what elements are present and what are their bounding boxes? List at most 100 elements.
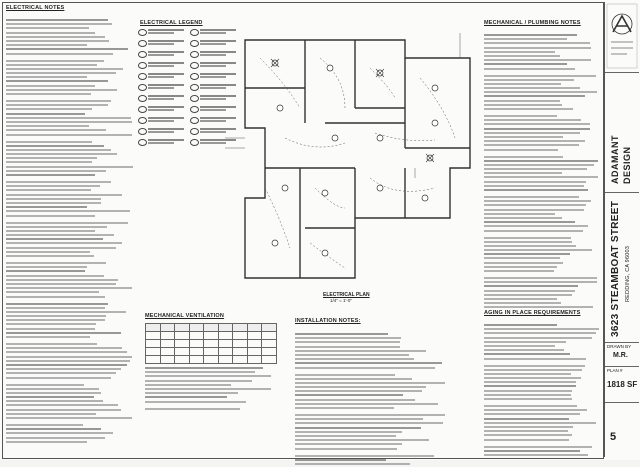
legend-entry [190, 126, 238, 136]
firm-logo-cell [605, 2, 639, 73]
note-line [6, 174, 95, 176]
legend-symbol-icon [190, 95, 199, 102]
note-line [484, 417, 570, 420]
note-line [6, 306, 106, 309]
note-line [484, 368, 582, 371]
legend-text-line [200, 62, 236, 64]
note-line [484, 336, 592, 339]
note-line [295, 345, 401, 348]
note-line [484, 140, 586, 143]
note-line [484, 163, 594, 166]
note-line [484, 204, 586, 207]
note-line [6, 396, 94, 399]
note-line [295, 373, 395, 376]
table-cell [246, 347, 263, 356]
note-line [484, 398, 573, 400]
legend-text-line [200, 43, 226, 45]
legend-text-line [200, 109, 226, 111]
note-line [484, 293, 573, 296]
note-line [295, 414, 445, 416]
note-line [484, 131, 581, 134]
note-line [484, 50, 556, 53]
note-line [484, 306, 594, 309]
note-line [6, 432, 113, 435]
note-line [484, 91, 597, 94]
table-cell [174, 331, 190, 340]
note-line [484, 434, 572, 437]
note-line [6, 274, 104, 277]
note-line [6, 327, 95, 330]
note-line [6, 148, 111, 151]
table-cell [174, 347, 190, 356]
note-line [484, 389, 573, 392]
table-cell [246, 323, 263, 332]
note-line [484, 212, 556, 215]
table-cell [188, 339, 205, 348]
note-line [484, 405, 578, 407]
note-line [484, 385, 576, 388]
legend-symbol-icon [190, 84, 199, 91]
note-line [295, 366, 436, 369]
legend-entry [138, 115, 186, 125]
legend-entry [138, 60, 186, 70]
note-line [484, 381, 577, 384]
note-line [295, 341, 401, 344]
legend-entry [190, 27, 238, 37]
note-line [295, 418, 423, 421]
note-line [6, 412, 97, 415]
note-line [6, 359, 131, 362]
note-line [484, 438, 569, 441]
note-line [295, 402, 438, 405]
note-line [6, 295, 106, 298]
note-line [484, 277, 598, 279]
legend-entry [138, 71, 186, 81]
table-cell [188, 347, 205, 356]
note-line [484, 430, 568, 433]
table-cell [174, 339, 190, 348]
table-cell [174, 323, 190, 332]
note-line [6, 210, 131, 213]
note-line [6, 234, 114, 237]
note-line [6, 287, 132, 290]
note-line [6, 112, 86, 115]
note-line [6, 343, 97, 345]
legend-text-line [148, 73, 184, 75]
note-line [6, 387, 100, 390]
note-line [295, 394, 403, 397]
ventilation-table [145, 323, 277, 364]
legend-text-line [148, 65, 174, 67]
note-line [6, 125, 89, 128]
note-line [484, 229, 584, 232]
note-line [484, 87, 580, 90]
note-line [6, 52, 113, 55]
legend-entry [190, 115, 238, 125]
legend-symbol-icon [190, 29, 199, 36]
legend-text-line [148, 117, 184, 119]
note-line [484, 270, 555, 272]
note-line [6, 310, 126, 313]
note-line [6, 140, 93, 143]
legend-symbol-icon [190, 73, 199, 80]
table-cell [246, 331, 263, 340]
legend-text-line [148, 54, 174, 56]
plan-area-value: 1818 SF [607, 380, 638, 389]
legend-symbol-icon [138, 40, 147, 47]
legend-text-line [148, 76, 174, 78]
legend-entry [138, 93, 186, 103]
note-line [484, 127, 590, 130]
note-line [484, 99, 561, 102]
note-line [6, 424, 84, 426]
table-row [145, 323, 277, 332]
note-line [484, 54, 560, 57]
note-line [6, 404, 118, 407]
note-line [6, 185, 100, 188]
legend-text-line [200, 87, 226, 89]
legend-text-line [200, 73, 236, 75]
table-cell [159, 339, 176, 348]
note-line [484, 253, 571, 256]
note-line [484, 353, 570, 356]
note-line [6, 246, 117, 249]
legend-entry [190, 104, 238, 114]
note-line [6, 206, 87, 209]
note-line [484, 46, 592, 49]
